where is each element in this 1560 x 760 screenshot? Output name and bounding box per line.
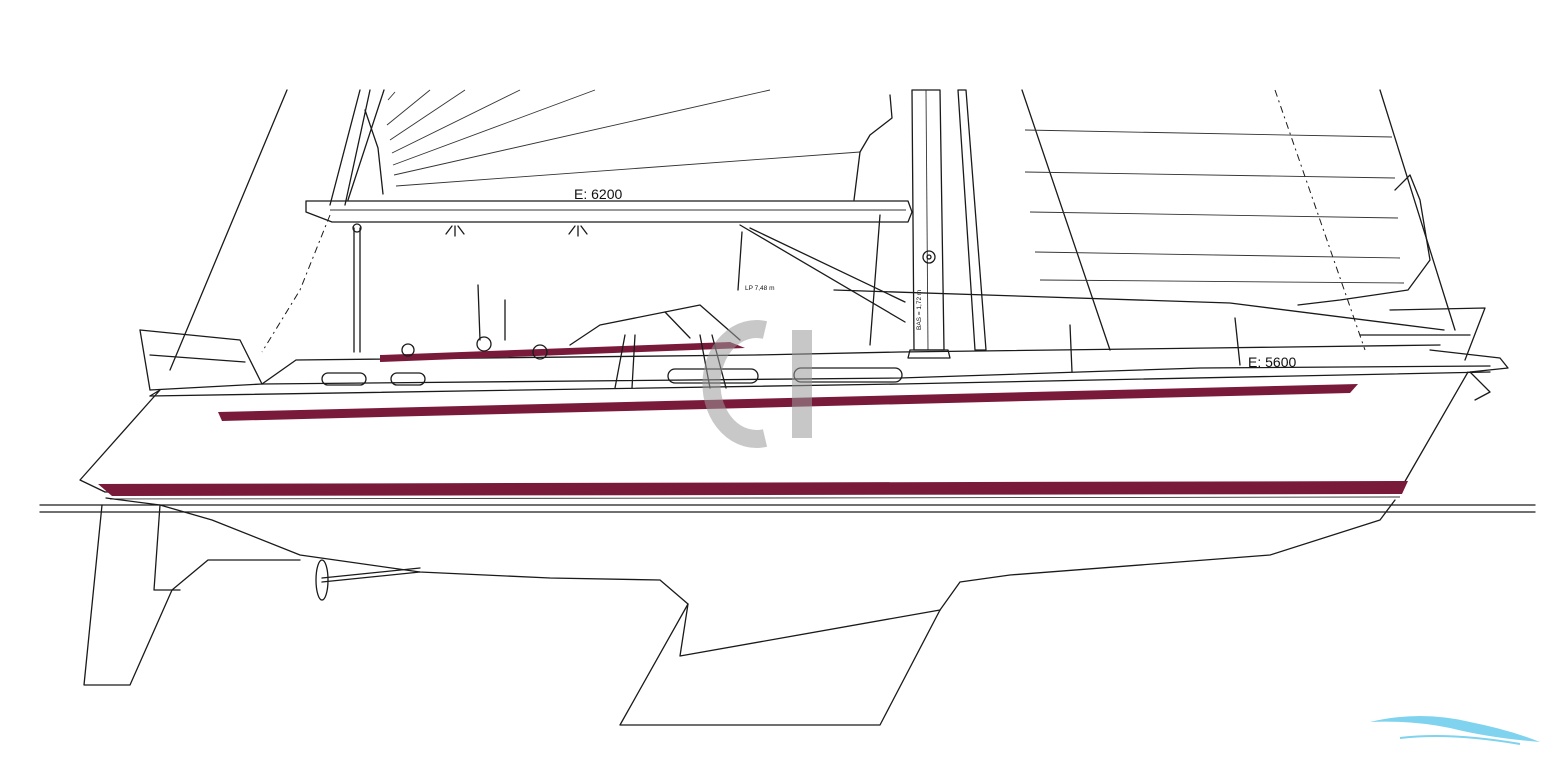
wave-logo	[1370, 716, 1540, 745]
mainsail-foot-label: E: 6200	[574, 186, 622, 202]
mainsail	[329, 89, 893, 206]
mast-note: BAS = 1,72 m	[916, 290, 923, 330]
headsail-foot-label: E: 5600	[1248, 354, 1296, 370]
boom-note: LP 7,48 m	[745, 285, 775, 292]
brand-monogram-watermark	[702, 320, 812, 448]
deck-fittings: E: 5600	[139, 284, 1509, 401]
boot-stripe	[98, 481, 1408, 496]
boom: E: 6200	[305, 186, 913, 237]
sheer-stripe	[218, 384, 1358, 421]
hull	[39, 365, 1536, 726]
mast: BAS = 1,72 m	[907, 89, 951, 359]
rigging: LP 7,48 m	[169, 89, 1456, 371]
